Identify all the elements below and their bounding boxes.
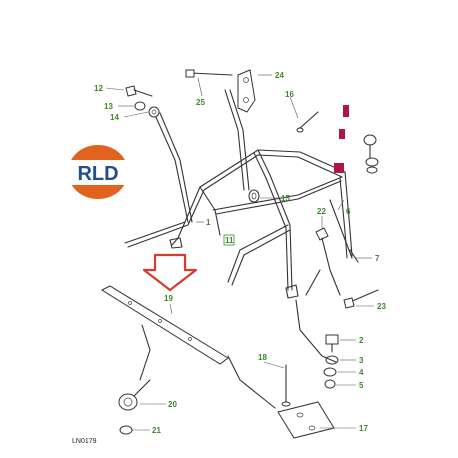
callout-1: 1 <box>206 218 211 227</box>
pin-16 <box>296 111 319 133</box>
floor-plate-17 <box>277 401 335 439</box>
washer-13 <box>134 101 146 111</box>
callout-labels: 12 13 14 24 25 16 15 1 11 6 22 7 23 2 3 … <box>94 71 386 435</box>
clip-22 <box>315 227 341 296</box>
callout-6: 6 <box>346 207 351 216</box>
callout-4: 4 <box>359 368 364 377</box>
callout-17: 17 <box>359 424 368 433</box>
callout-12: 12 <box>94 84 103 93</box>
fixings-2-5 <box>323 334 339 389</box>
washer-14 <box>148 106 160 118</box>
logo-text: RLD <box>77 163 118 185</box>
bolt-23 <box>343 289 379 309</box>
bolt-12 <box>125 85 153 97</box>
leader-lines <box>105 74 374 431</box>
callout-15: 15 <box>281 194 290 203</box>
right-fixings <box>334 105 379 174</box>
callout-16: 16 <box>285 90 294 99</box>
callout-14: 14 <box>110 113 119 122</box>
callout-21: 21 <box>152 426 161 435</box>
callout-2: 2 <box>359 336 364 345</box>
drawing-reference: LN0179 <box>72 438 97 445</box>
callout-23: 23 <box>377 302 386 311</box>
callout-24: 24 <box>275 71 284 80</box>
callout-11: 11 <box>225 236 234 245</box>
lower-stays <box>139 269 337 409</box>
bolt-25 <box>185 69 233 78</box>
stud-18 <box>281 364 291 407</box>
washer-21 <box>119 425 133 435</box>
callout-20: 20 <box>168 400 177 409</box>
roll-cage-frame <box>124 149 359 299</box>
callout-22: 22 <box>317 207 326 216</box>
eye-bolt-15 <box>248 189 260 203</box>
callout-11-box: 11 <box>223 234 235 246</box>
callout-13: 13 <box>104 102 113 111</box>
callout-7: 7 <box>375 254 380 263</box>
down-arrow-icon <box>142 253 198 292</box>
callout-5: 5 <box>359 381 364 390</box>
strap-bar-19 <box>100 285 229 365</box>
callout-25: 25 <box>196 98 205 107</box>
bracket-24 <box>237 69 256 113</box>
callout-18: 18 <box>258 353 267 362</box>
callout-19: 19 <box>164 294 173 303</box>
callout-3: 3 <box>359 356 364 365</box>
stay-rods <box>154 89 250 223</box>
fitting-20 <box>118 379 151 411</box>
rld-logo: RLD <box>64 145 132 199</box>
